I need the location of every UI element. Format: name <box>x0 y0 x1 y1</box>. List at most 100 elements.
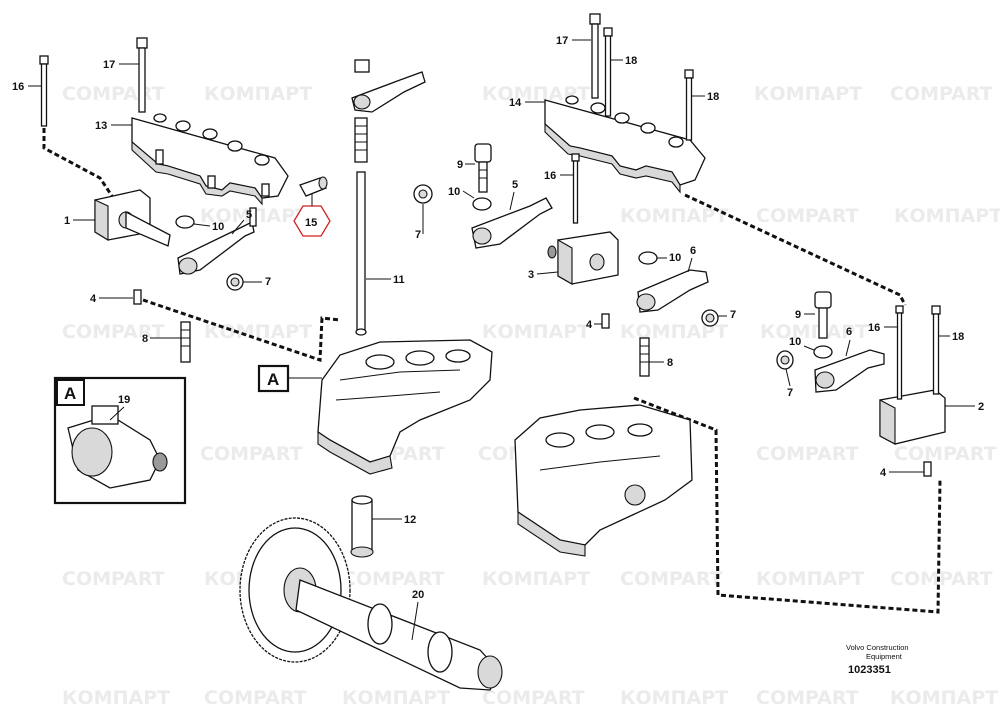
bolt-head <box>39 55 49 65</box>
detail-label-box <box>56 379 85 406</box>
bridge-boss <box>590 102 606 114</box>
watermark-text: COMPART <box>62 568 165 590</box>
callout-label: 14 <box>509 97 522 109</box>
bridge-leg <box>261 183 270 197</box>
head-port <box>545 432 575 448</box>
callout-label: 7 <box>787 387 793 399</box>
watermark-text: COMPART <box>756 205 859 227</box>
rocker-adjuster <box>249 207 257 227</box>
section-label-box <box>257 364 290 393</box>
callout-label: 10 <box>448 186 460 198</box>
bolt-shank <box>572 160 579 224</box>
watermark-text: КОМПАРТ <box>620 687 728 706</box>
callout-label: 6 <box>846 326 852 338</box>
callout-label: 10 <box>789 336 801 348</box>
washer-7-mid <box>701 309 719 327</box>
shaft-end <box>589 253 605 271</box>
rocker-bridge-right <box>544 95 706 194</box>
washer-7-upper <box>413 184 433 204</box>
watermark-text: COMPART <box>62 83 165 105</box>
bolt-17-left <box>136 37 148 113</box>
bridge-boss <box>202 128 218 140</box>
cylinder-head-right <box>514 404 693 557</box>
watermark-text: КОМПАРТ <box>482 321 590 343</box>
watermark-row-5: COMPART КОМПАРТ COMPART КОМПАРТ COMPART … <box>62 568 993 590</box>
bolt-shank <box>932 313 940 395</box>
bolt-shank <box>591 23 599 99</box>
cylinder-head-center <box>317 339 493 475</box>
head-port <box>405 350 435 366</box>
highlight-callout-15[interactable]: 15 <box>293 205 331 237</box>
screw-head <box>814 291 832 309</box>
callout-label: 11 <box>393 274 405 286</box>
callout-label: 18 <box>707 91 719 103</box>
watermark-layer: COMPART КОМПАРТ КОМПАРТ КОМПАРТ COMPART … <box>62 83 1000 709</box>
dowel-4-left <box>133 289 142 305</box>
washer-hole <box>230 277 240 287</box>
callout-label: 7 <box>415 229 421 241</box>
bolt-head <box>571 153 580 162</box>
cam-end <box>477 655 503 689</box>
callout-label: 7 <box>265 276 271 288</box>
watermark-text: COMPART <box>894 443 997 465</box>
callout-label: 20 <box>412 589 424 601</box>
rocker-shaft <box>125 210 171 247</box>
support-side <box>94 199 109 241</box>
highlight-hexagon <box>293 205 331 237</box>
detail-a-view: A <box>53 376 187 505</box>
callout-label: 8 <box>142 333 148 345</box>
rocker-arm-bore <box>472 227 492 245</box>
bolt-16-right <box>571 153 580 224</box>
callout-label: 17 <box>556 35 568 47</box>
dowel-4-right <box>923 461 932 477</box>
bridge-leg <box>207 175 216 189</box>
watermark-text: COMPART <box>620 568 723 590</box>
callout-label: 4 <box>586 319 593 331</box>
rocker-support-2 <box>879 389 946 445</box>
watermark-text: COMPART <box>482 687 585 706</box>
head-port <box>445 349 471 363</box>
drawing-number: 1023351 <box>848 664 891 676</box>
callout-label: 9 <box>457 159 463 171</box>
callout-label: 4 <box>880 467 887 479</box>
stud-body <box>639 337 650 377</box>
watermark-text: КОМПАРТ <box>754 83 862 105</box>
nut-10-left <box>175 215 195 229</box>
rocker-arm-body <box>471 197 553 249</box>
callout-label: 2 <box>978 401 984 413</box>
nut-10-right <box>813 345 833 359</box>
washer-7-right <box>776 350 794 370</box>
screw-shank <box>478 161 488 193</box>
watermark-text: КОМПАРТ <box>756 568 864 590</box>
callout-label: 3 <box>528 269 534 281</box>
callout-label: 16 <box>12 81 24 93</box>
bridge-boss <box>614 112 630 124</box>
bolt-head <box>589 13 601 25</box>
bolt-shank <box>685 77 693 141</box>
callout-label: 9 <box>795 309 801 321</box>
bolt-head <box>684 69 694 79</box>
callout-label: 16 <box>544 170 556 182</box>
section-label: A <box>267 370 279 389</box>
bolt-18-right-a <box>603 27 613 117</box>
manufacturer-line-2: Equipment <box>866 652 903 661</box>
nut-10-mid <box>638 251 658 265</box>
bolt-shank <box>604 35 612 117</box>
callout-label: 8 <box>667 357 673 369</box>
cam-lobe <box>427 631 453 673</box>
bridge-side <box>544 122 681 194</box>
watermark-text: КОМПАРТ <box>204 83 312 105</box>
tappet-foot <box>350 546 374 558</box>
rocker-support-1 <box>94 189 171 247</box>
dowel-body <box>133 289 142 305</box>
watermark-text: COMPART <box>62 321 165 343</box>
bolt-18-far-right <box>931 305 941 395</box>
bolt-shank <box>40 63 48 127</box>
bridge-boss <box>640 122 656 134</box>
tappet-12 <box>350 495 374 558</box>
callout-label: 10 <box>669 252 681 264</box>
detail-label: A <box>64 384 76 403</box>
assembly-guide-lines <box>42 128 942 614</box>
stud-body <box>180 321 191 363</box>
callout-label: 10 <box>212 221 224 233</box>
